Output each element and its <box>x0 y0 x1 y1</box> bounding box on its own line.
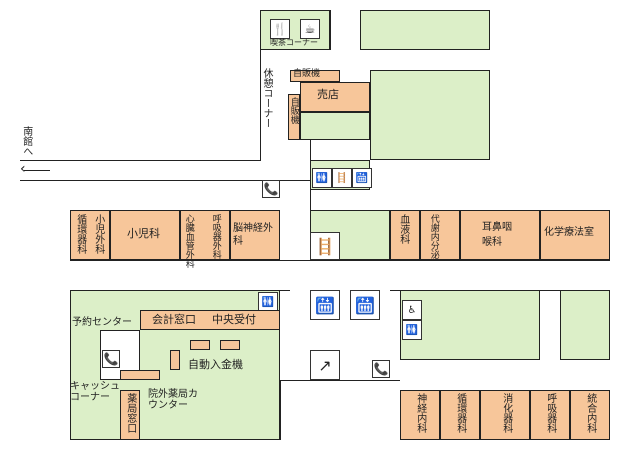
coffee-icon: ☕ <box>300 19 320 39</box>
auto-payment-label: 自動入金機 <box>188 358 243 371</box>
wall <box>330 10 331 50</box>
top-right-block <box>360 10 490 50</box>
shop-label: 売店 <box>317 88 339 101</box>
pediatrics-label: 小児科 <box>127 227 160 240</box>
escalator-icon: ↗ <box>310 350 340 380</box>
circulatory-right <box>440 390 480 440</box>
hematology-label: 血液科 <box>397 214 409 244</box>
pharmacy-window-label: 薬局窓口 <box>124 393 136 433</box>
cardio-surgery-label: 心臓血管外科 <box>183 214 194 268</box>
ent-label: 耳鼻咽喉科 <box>482 222 512 248</box>
wheelchair-icon: ♿ <box>402 300 422 320</box>
cashier-label: キャッシュコーナー <box>70 381 120 403</box>
restroom-icon: 🚻 <box>258 292 278 312</box>
reservation-label: 予約センター <box>72 317 132 328</box>
restaurant-icon: 🍴 <box>270 19 290 39</box>
shop <box>300 82 370 112</box>
stairs-icon: 🪜 <box>310 232 340 260</box>
vending-side <box>288 94 300 140</box>
gastro <box>480 390 530 440</box>
direction-label: 南館へ <box>20 126 32 156</box>
neurology <box>400 390 440 440</box>
wall <box>360 10 361 50</box>
pharmacy-window <box>120 390 140 440</box>
wall <box>70 260 610 261</box>
wall <box>280 380 281 440</box>
pediatrics <box>110 210 180 260</box>
resp-surgery-label: 呼吸器外科 <box>210 214 221 259</box>
shop-lower-green <box>300 112 370 140</box>
vending-side-label: 自販機 <box>288 97 299 124</box>
wall <box>70 290 290 291</box>
stairs-icon: 🪜 <box>332 168 352 188</box>
wall <box>20 180 265 181</box>
right-large-block <box>370 70 490 160</box>
integrated-medicine <box>570 390 610 440</box>
pediatric-surgery-label: 小児外科 <box>92 214 104 254</box>
vending-top-label: 自販機 <box>293 69 321 79</box>
endocrine <box>420 210 460 260</box>
ent <box>460 210 540 260</box>
chem-therapy <box>540 210 610 260</box>
gastro-label: 消化器科 <box>500 393 512 433</box>
circulatory-right-label: 循環器科 <box>454 393 466 433</box>
elevator-icon: 🛗 <box>352 168 372 188</box>
central-reception-label: 中央受付 <box>212 313 256 326</box>
respiratory <box>530 390 570 440</box>
wall <box>390 290 610 291</box>
phone-icon: 📞 <box>102 350 120 368</box>
payment-machine <box>170 350 180 370</box>
cashier-counter <box>120 370 160 380</box>
payment-machine <box>220 340 240 350</box>
payment-machine <box>190 340 210 350</box>
direction-arrow-head: ‹ <box>20 161 26 177</box>
phone-icon: 📞 <box>262 180 280 198</box>
cardio-resp <box>180 210 230 260</box>
neurosurgery <box>230 210 280 260</box>
phone-icon: 📞 <box>372 360 390 378</box>
vending-top <box>290 70 340 82</box>
neurology-label: 神経内科 <box>414 393 426 433</box>
wall <box>20 160 261 161</box>
wall <box>260 10 261 160</box>
circulatory-left-label: 循環器科 <box>74 214 86 254</box>
hematology <box>390 210 420 260</box>
elevator-icon: 🛗 <box>350 290 380 320</box>
accounting-label: 会計窓口 <box>152 313 196 326</box>
respiratory-label: 呼吸器科 <box>544 393 556 433</box>
outpatient-pharmacy-label: 院外薬局カウンター <box>148 389 198 411</box>
direction-arrow <box>24 170 50 171</box>
wall <box>280 180 310 181</box>
neurosurgery-label: 脳神経外科 <box>233 223 273 247</box>
integrated-medicine-label: 統合内科 <box>584 393 596 433</box>
far-right-block <box>560 290 610 360</box>
accounting-reception <box>140 310 280 330</box>
restroom-icon: 🚻 <box>312 168 332 188</box>
restroom-icon: 🚻 <box>402 320 422 340</box>
elevator-icon: 🛗 <box>310 290 340 320</box>
cafe-label: 喫茶コーナー <box>270 38 318 47</box>
wall <box>280 380 400 381</box>
pediatric-surgery <box>70 210 110 260</box>
rest-corner-label: 休憩コーナー <box>261 68 272 128</box>
endocrine-label: 代謝内分泌 <box>428 214 439 259</box>
chem-therapy-label: 化学療法室 <box>544 227 594 238</box>
